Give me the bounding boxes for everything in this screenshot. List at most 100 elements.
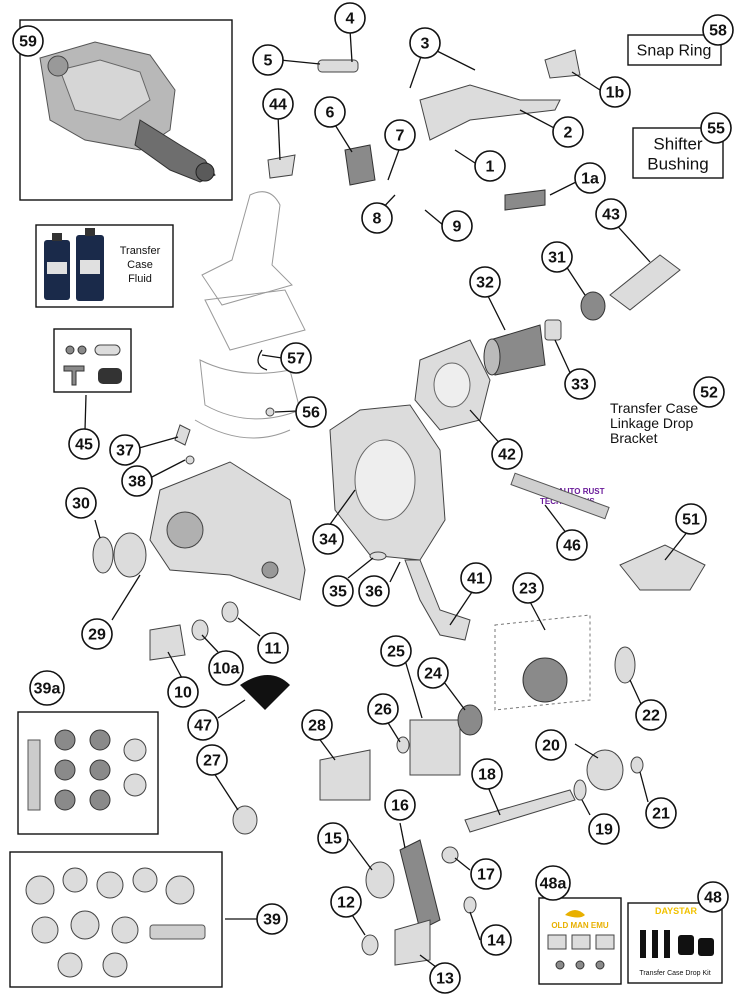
daystar-drop-kit-box[interactable]: DAYSTAR Transfer Case Drop Kit <box>627 902 723 984</box>
snap-ring-1b[interactable] <box>544 49 581 79</box>
callout-10a[interactable]: 10a <box>208 650 244 686</box>
rear-case-half[interactable] <box>329 404 446 561</box>
small-parts-kit-box[interactable] <box>53 328 132 393</box>
callout-58[interactable]: 58 <box>702 14 734 46</box>
washer-35[interactable] <box>369 551 387 561</box>
callout-5[interactable]: 5 <box>252 44 284 76</box>
callout-13[interactable]: 13 <box>429 962 461 994</box>
bearing-24[interactable] <box>457 704 483 736</box>
callout-52[interactable]: 52 <box>693 376 725 408</box>
callout-59[interactable]: 59 <box>12 25 44 57</box>
callout-26[interactable]: 26 <box>367 693 399 725</box>
callout-39a[interactable]: 39a <box>29 670 65 706</box>
detent-plate-6[interactable] <box>344 144 376 186</box>
callout-22[interactable]: 22 <box>635 699 667 731</box>
callout-21[interactable]: 21 <box>645 797 677 829</box>
shield-47[interactable] <box>240 675 290 710</box>
yoke-43[interactable] <box>609 254 681 311</box>
callout-38[interactable]: 38 <box>121 465 153 497</box>
seal-kit-box[interactable] <box>17 711 159 835</box>
callout-43[interactable]: 43 <box>595 198 627 230</box>
callout-17[interactable]: 17 <box>470 858 502 890</box>
callout-8[interactable]: 8 <box>361 202 393 234</box>
callout-3[interactable]: 3 <box>409 27 441 59</box>
callout-29[interactable]: 29 <box>81 618 113 650</box>
callout-32[interactable]: 32 <box>469 266 501 298</box>
chain-16[interactable] <box>399 839 441 931</box>
callout-11[interactable]: 11 <box>257 632 289 664</box>
callout-1b[interactable]: 1b <box>599 76 631 108</box>
bracket-44[interactable] <box>267 154 296 179</box>
callout-28[interactable]: 28 <box>301 709 333 741</box>
transfer-case-photo[interactable] <box>19 19 233 201</box>
callout-9[interactable]: 9 <box>441 210 473 242</box>
callout-44[interactable]: 44 <box>262 88 294 120</box>
callout-12[interactable]: 12 <box>330 886 362 918</box>
callout-6[interactable]: 6 <box>314 96 346 128</box>
bearing-29[interactable] <box>113 532 147 578</box>
front-shaft-13[interactable] <box>394 919 431 966</box>
callout-42[interactable]: 42 <box>491 438 523 470</box>
seal-11[interactable] <box>221 601 239 623</box>
callout-30[interactable]: 30 <box>65 487 97 519</box>
rear-retainer-42[interactable] <box>414 339 491 431</box>
seal-10a[interactable] <box>191 619 209 641</box>
bushing-37[interactable] <box>174 424 191 446</box>
bearing-12[interactable] <box>361 934 379 956</box>
callout-46[interactable]: 46 <box>556 529 588 561</box>
callout-25[interactable]: 25 <box>380 635 412 667</box>
clip-57[interactable] <box>257 349 268 371</box>
o-ring-38[interactable] <box>185 455 195 465</box>
seal-21[interactable] <box>630 756 644 774</box>
rear-output-boot-32[interactable] <box>483 324 546 376</box>
bearing-17[interactable] <box>441 846 459 864</box>
callout-2[interactable]: 2 <box>552 116 584 148</box>
callout-55[interactable]: 55 <box>700 112 732 144</box>
yoke-10[interactable] <box>149 624 186 661</box>
sprocket-15[interactable] <box>365 861 395 899</box>
overhaul-kit-box[interactable] <box>9 851 223 988</box>
callout-36[interactable]: 36 <box>358 575 390 607</box>
transfer-case-main-housing[interactable] <box>149 461 306 601</box>
callout-1[interactable]: 1 <box>474 150 506 182</box>
callout-16[interactable]: 16 <box>384 789 416 821</box>
pump-20[interactable] <box>586 749 624 791</box>
callout-14[interactable]: 14 <box>480 924 512 956</box>
callout-24[interactable]: 24 <box>417 657 449 689</box>
range-group-23[interactable] <box>494 614 591 711</box>
callout-45[interactable]: 45 <box>68 428 100 460</box>
seal-30[interactable] <box>92 536 114 574</box>
callout-51[interactable]: 51 <box>675 503 707 535</box>
callout-7[interactable]: 7 <box>384 119 416 151</box>
callout-34[interactable]: 34 <box>312 523 344 555</box>
bushing-33[interactable] <box>544 319 562 341</box>
callout-10[interactable]: 10 <box>167 676 199 708</box>
ome-drop-kit-box[interactable]: OLD MAN EMU <box>538 897 622 985</box>
callout-48a[interactable]: 48a <box>535 865 571 901</box>
callout-31[interactable]: 31 <box>541 241 573 273</box>
ring-22[interactable] <box>614 646 636 684</box>
callout-23[interactable]: 23 <box>512 572 544 604</box>
grommet-56[interactable] <box>265 407 275 417</box>
callout-19[interactable]: 19 <box>588 813 620 845</box>
bracket-46[interactable] <box>510 472 610 520</box>
input-gear-28[interactable] <box>319 749 371 801</box>
callout-1a[interactable]: 1a <box>574 162 606 194</box>
linkage-41[interactable] <box>404 559 471 641</box>
clutch-25[interactable] <box>409 719 461 776</box>
callout-56[interactable]: 56 <box>295 396 327 428</box>
callout-57[interactable]: 57 <box>280 342 312 374</box>
shift-fork-2[interactable] <box>419 84 561 141</box>
yoke-flange-51[interactable] <box>619 544 706 591</box>
bearing-14[interactable] <box>463 896 477 914</box>
callout-47[interactable]: 47 <box>187 709 219 741</box>
transfer-case-fluid-box[interactable]: Transfer Case Fluid <box>35 224 174 308</box>
snap-ring-19[interactable] <box>573 779 587 801</box>
mainshaft-18[interactable] <box>464 789 576 833</box>
callout-37[interactable]: 37 <box>109 434 141 466</box>
seal-31[interactable] <box>580 291 606 321</box>
callout-41[interactable]: 41 <box>460 562 492 594</box>
pads-1a[interactable] <box>504 189 546 211</box>
callout-33[interactable]: 33 <box>564 368 596 400</box>
lever-5[interactable] <box>317 59 359 73</box>
